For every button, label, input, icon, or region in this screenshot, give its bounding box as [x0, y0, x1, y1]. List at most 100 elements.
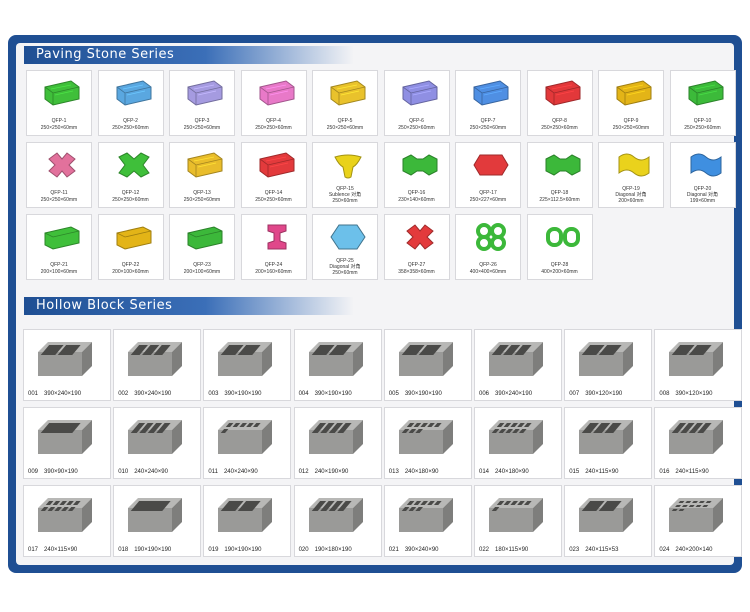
paving-shape-image [613, 77, 655, 109]
hollow-block-size: 240×180×90 [495, 469, 529, 475]
paving-size: 200×100×60mm [183, 269, 221, 275]
hollow-block-code: 017 [28, 547, 39, 553]
paving-code: QFP-10 [693, 118, 712, 124]
paving-shape-image [113, 221, 155, 253]
hollow-block-size: 240×115×90 [675, 469, 709, 475]
hollow-block-label: 004 390×190×190 [299, 391, 352, 397]
paving-size: 250×250×60mm [255, 197, 292, 203]
hollow-block-label: 009 390×90×190 [28, 469, 78, 475]
hollow-block-code: 023 [569, 547, 580, 553]
hollow-block-size: 390×120×190 [585, 391, 623, 397]
paving-size: 250×250×60mm [40, 125, 78, 131]
hollow-block-image [485, 416, 549, 456]
hollow-block-image [34, 494, 98, 534]
paving-size: 250×250×60mm [112, 197, 149, 203]
paving-code: QFP-1 [51, 118, 67, 124]
hollow-block-image [124, 338, 188, 378]
hollow-block-size: 240×115×90 [585, 469, 619, 475]
paving-size: 250×250×60mm [183, 197, 221, 203]
paving-code: QFP-27 [407, 262, 426, 268]
paving-shape-image [470, 149, 512, 181]
hollow-block-image [665, 494, 729, 534]
hollow-block-image [485, 338, 549, 378]
hollow-block-image [395, 416, 459, 456]
hollow-block-code: 002 [118, 391, 129, 397]
paving-size: 250×250×60mm [612, 125, 650, 131]
paving-code: QFP-28 [550, 262, 569, 268]
hollow-block-size: 390×90×190 [44, 469, 78, 475]
paving-size: 250×250×60mm [255, 125, 292, 131]
paving-code: QFP-16 [407, 190, 426, 196]
hollow-block-label: 014 240×180×90 [479, 469, 529, 475]
hollow-block-code: 016 [659, 469, 670, 475]
paving-variant: Diagonal 对角 [686, 192, 719, 198]
hollow-block-image [485, 494, 549, 534]
hollow-section-title: Hollow Block Series [36, 298, 173, 313]
hollow-block-code: 020 [298, 547, 309, 553]
hollow-block-item: 016 240×115×90 [654, 407, 743, 479]
hollow-block-code: 013 [388, 469, 399, 475]
paving-shape-image [184, 77, 226, 109]
hollow-block-size: 390×120×190 [675, 391, 713, 397]
hollow-block-code: 014 [479, 469, 490, 475]
paving-shape-image [327, 77, 369, 109]
paving-shape-image [327, 149, 369, 181]
paving-size: 199×60mm [689, 198, 716, 204]
hollow-block-item: 020 190×180×190 [293, 485, 382, 557]
paving-code: QFP-5 [337, 118, 353, 124]
hollow-block-code: 022 [479, 547, 490, 553]
paving-code: QFP-6 [409, 118, 424, 124]
hollow-block-code: 019 [208, 547, 219, 553]
hollow-block-size: 190×190×190 [224, 547, 262, 553]
paving-shape-image [542, 149, 584, 181]
hollow-block-size: 390×190×190 [314, 391, 352, 397]
paving-shape-image [184, 149, 226, 181]
hollow-block-image [305, 338, 369, 378]
paving-code: QFP-26 [479, 262, 497, 268]
paving-shape-image [256, 149, 298, 181]
hollow-block-code: 010 [118, 469, 129, 475]
hollow-block-code: 024 [659, 547, 670, 553]
paving-shape-image [113, 77, 155, 109]
hollow-block-image [575, 494, 639, 534]
paving-code: QFP-11 [50, 190, 68, 196]
hollow-block-code: 003 [208, 391, 219, 397]
hollow-block-image [395, 338, 459, 378]
hollow-block-item: 004 390×190×190 [293, 329, 382, 401]
hollow-block-code: 004 [298, 391, 309, 397]
hollow-section-banner: Hollow Block Series [24, 297, 354, 315]
paving-code: QFP-3 [194, 118, 210, 124]
hollow-block-size: 190×180×190 [314, 547, 352, 553]
hollow-block-image [214, 494, 278, 534]
hollow-block-code: 009 [28, 469, 39, 475]
hollow-block-code: 001 [28, 391, 39, 397]
